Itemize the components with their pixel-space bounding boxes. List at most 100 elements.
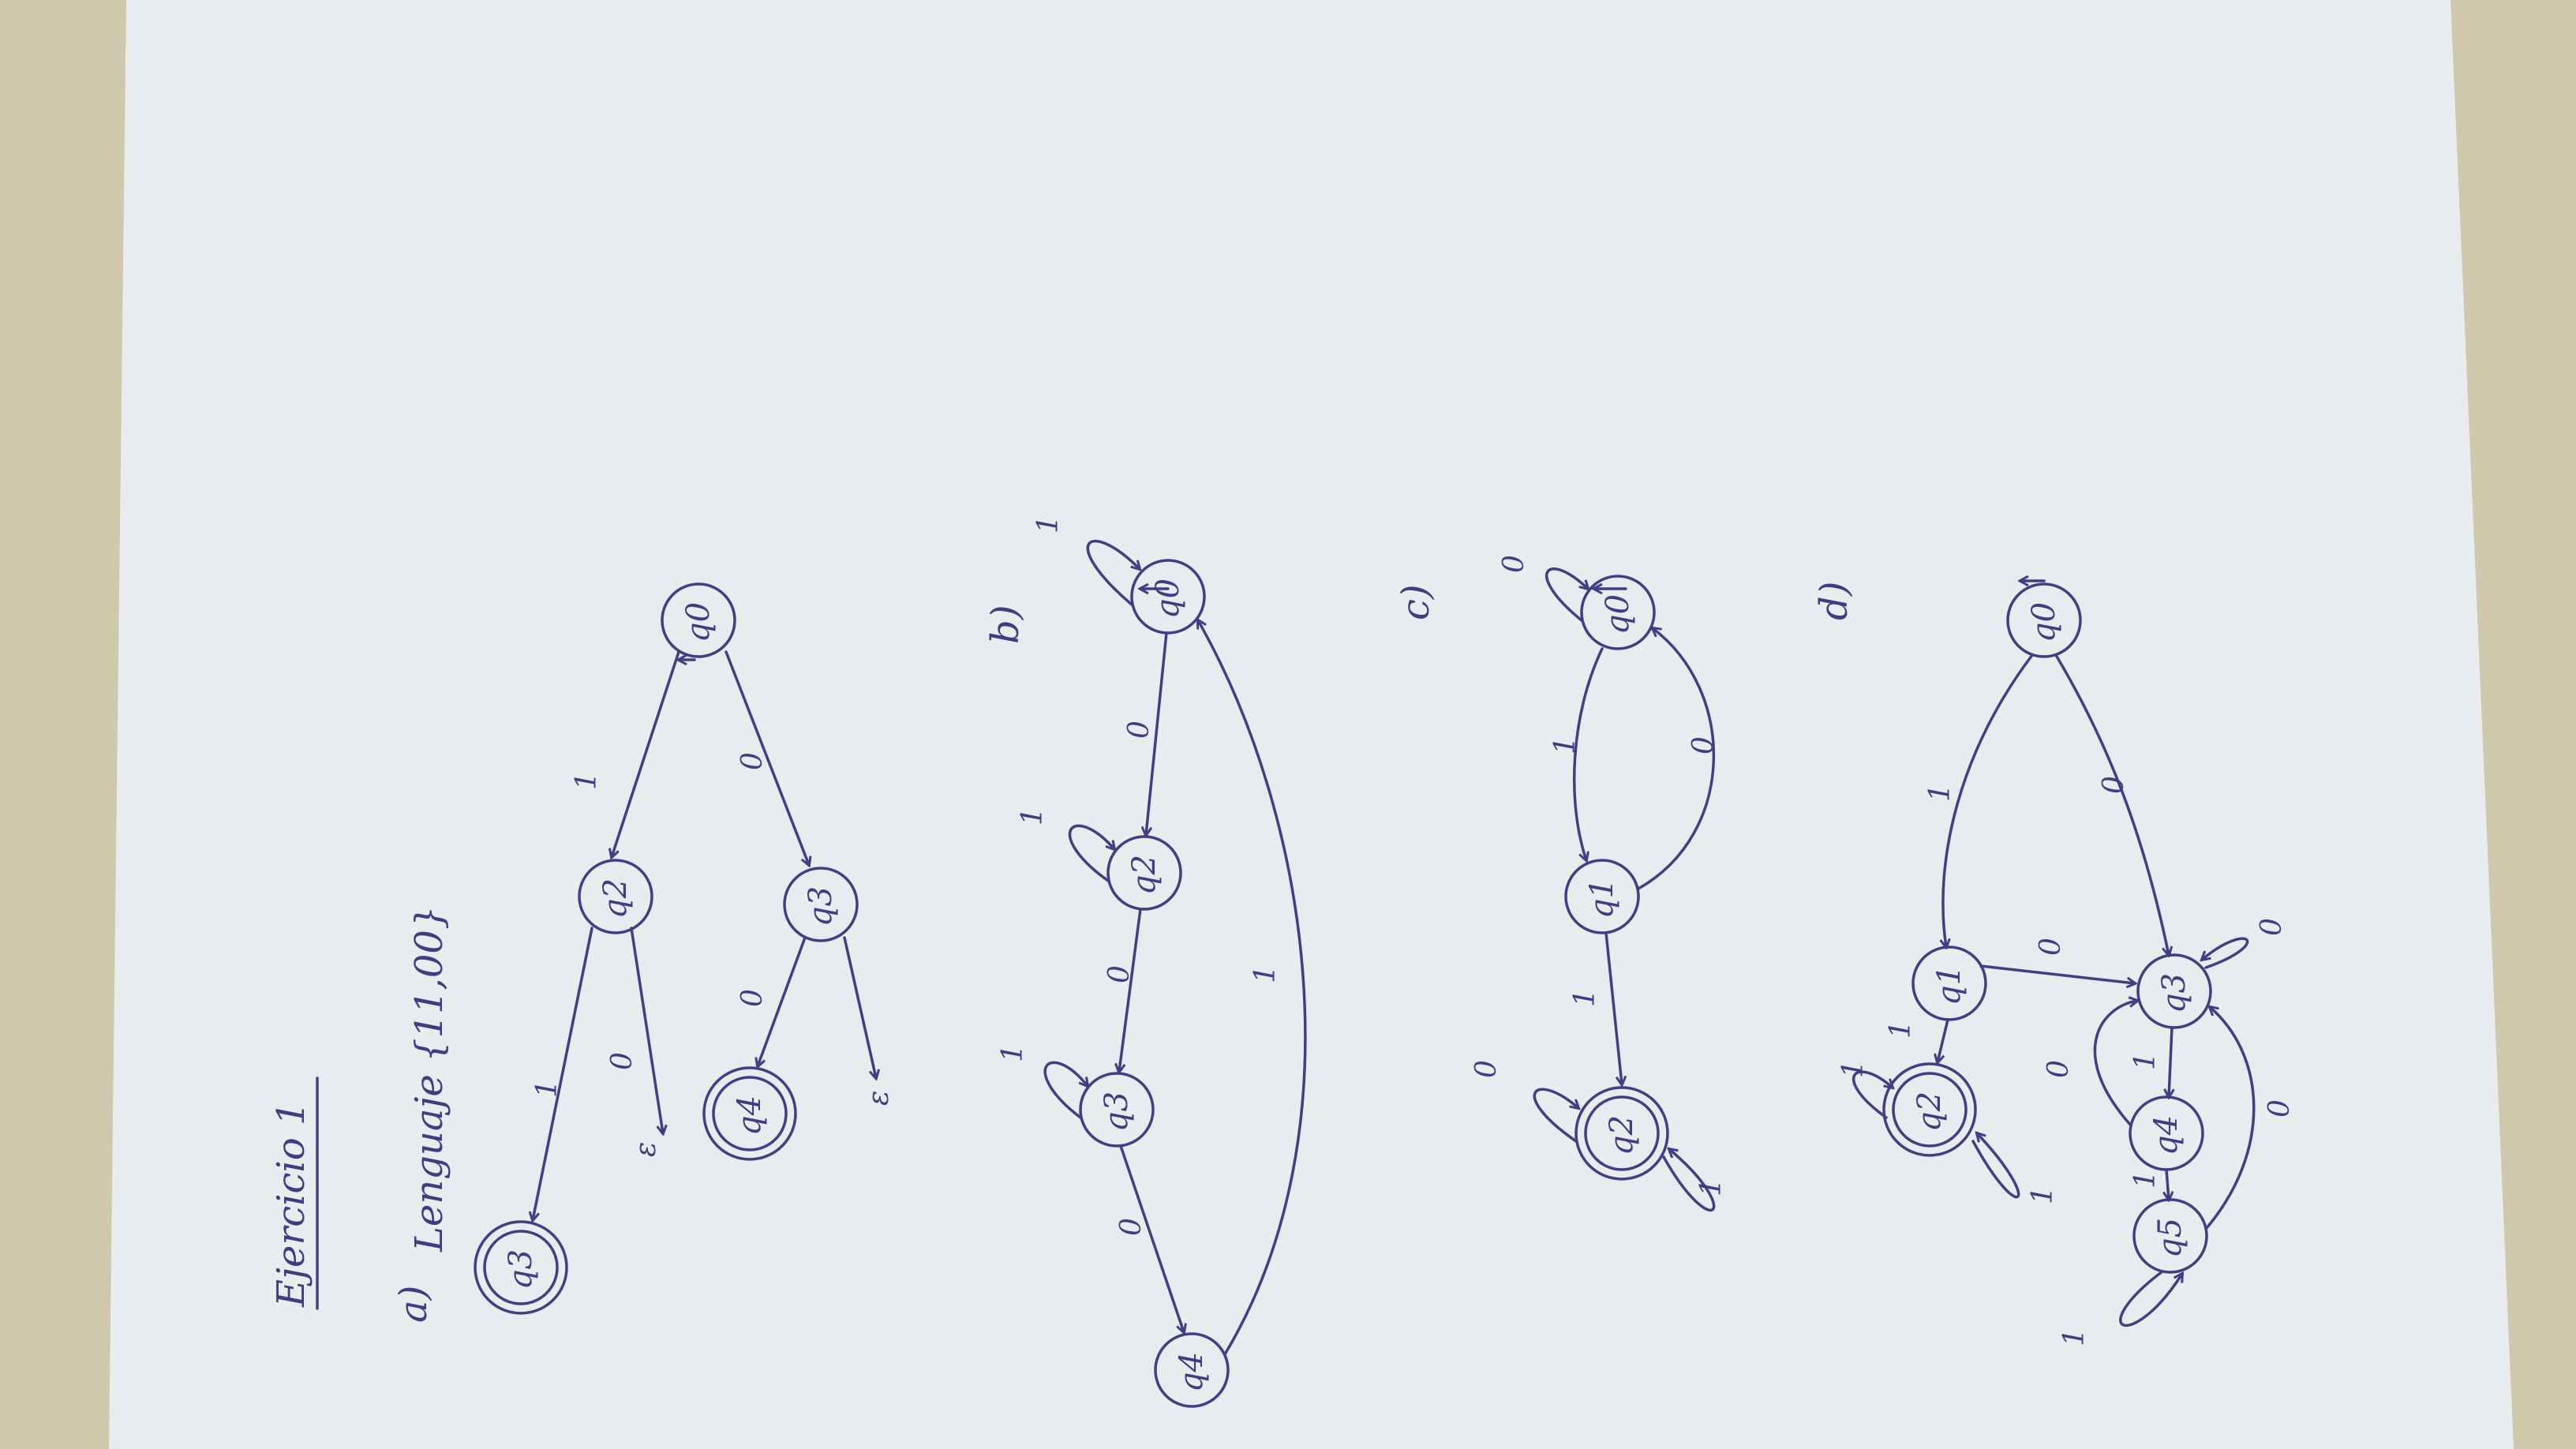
edge-q3-eps bbox=[843, 936, 876, 1078]
edge-label: 0 bbox=[2098, 776, 2130, 794]
loop-q2 bbox=[1068, 824, 1114, 882]
edge-q0-q1 bbox=[1572, 647, 1604, 860]
edge-label: 0 bbox=[2256, 918, 2288, 936]
state-q4-accepting: q4 bbox=[702, 1066, 797, 1161]
part-label: d) bbox=[1812, 582, 1856, 620]
loop-q5 bbox=[2119, 1270, 2182, 1327]
state-q2-accepting: q2 bbox=[1882, 1062, 1977, 1157]
edge-q0-q3 bbox=[2054, 653, 2169, 955]
state-q2-accepting: q2 bbox=[1574, 1086, 1669, 1181]
part-label: c) bbox=[1394, 584, 1438, 620]
part-c: c) q0 q1 q2 0 1 0 1 bbox=[1394, 555, 1728, 1212]
part-label: b) bbox=[983, 605, 1028, 644]
svg-text:q3: q3 bbox=[803, 886, 839, 927]
edge-label: 0 bbox=[736, 752, 769, 770]
state-q3: q3 bbox=[2136, 953, 2212, 1029]
edge-q3-q4 bbox=[758, 936, 807, 1066]
svg-text:q4: q4 bbox=[1174, 1352, 1210, 1392]
loop-q2-1 bbox=[1662, 1149, 1716, 1212]
state-q4: q4 bbox=[1154, 1332, 1230, 1408]
part-label: a) bbox=[391, 1286, 436, 1323]
edge-q3-q4 bbox=[1119, 1144, 1184, 1332]
edge-label: 0 bbox=[2263, 1099, 2296, 1118]
edge-label: 0 bbox=[1123, 721, 1155, 739]
svg-text:q4: q4 bbox=[732, 1095, 768, 1136]
edge-label: 0 bbox=[606, 1052, 638, 1070]
svg-text:q2: q2 bbox=[1126, 855, 1163, 895]
edge-label: ε bbox=[863, 1091, 895, 1106]
edge-label: 1 bbox=[1249, 965, 1282, 983]
edge-q5-q3 bbox=[2205, 1007, 2256, 1230]
svg-text:q0: q0 bbox=[2026, 602, 2062, 642]
edge-q1-q2 bbox=[1604, 931, 1622, 1084]
edge-label: 1 bbox=[2027, 1186, 2059, 1204]
edge-label: 0 bbox=[736, 989, 769, 1007]
edge-q0-q1 bbox=[1943, 653, 2034, 947]
edge-label: 1 bbox=[1549, 736, 1582, 754]
svg-text:q0: q0 bbox=[1600, 594, 1636, 635]
svg-text:Ejercicio 1: Ejercicio 1 bbox=[269, 1102, 313, 1308]
edge-label: 0 bbox=[1687, 736, 1720, 754]
svg-text:q2: q2 bbox=[1604, 1115, 1640, 1155]
edge-label: 1 bbox=[2129, 1170, 2162, 1189]
edge-label: 1 bbox=[1837, 1060, 1870, 1078]
svg-text:q5: q5 bbox=[2152, 1218, 2188, 1258]
edge-label: 1 bbox=[1885, 1020, 1917, 1039]
state-q3-accepting: q3 bbox=[474, 1220, 568, 1315]
edge-label: 1 bbox=[1695, 1178, 1728, 1196]
svg-text:q3: q3 bbox=[1099, 1091, 1135, 1132]
part-d: d) q0 q1 q2 q3 q4 bbox=[1812, 581, 2296, 1346]
edge-label: 0 bbox=[1103, 965, 1136, 983]
svg-text:q2: q2 bbox=[597, 878, 634, 919]
edge-label: 1 bbox=[1924, 784, 1956, 802]
edge-q0-q2 bbox=[612, 650, 680, 857]
edge-q3-q4 bbox=[2169, 1026, 2172, 1097]
edge-label: 0 bbox=[2042, 1060, 2075, 1078]
edge-label: 1 bbox=[2058, 1328, 2091, 1346]
loop-q2-0 bbox=[1852, 1070, 1893, 1119]
edge-q0-q3 bbox=[724, 650, 809, 865]
state-q0: q0 bbox=[661, 582, 736, 658]
edge-label: 1 bbox=[571, 772, 603, 790]
state-q0: q0 bbox=[1580, 575, 1656, 650]
state-q2: q2 bbox=[578, 859, 653, 934]
edge-q4-q0 bbox=[1198, 620, 1307, 1356]
state-q3: q3 bbox=[783, 867, 859, 942]
language-heading: Lenguaje {11,00} bbox=[407, 906, 451, 1253]
part-b: b) q0 q2 q3 q4 bbox=[983, 515, 1307, 1408]
edge-label: 0 bbox=[2035, 938, 2067, 956]
loop-q2-0 bbox=[1533, 1088, 1578, 1143]
state-q0: q0 bbox=[2006, 582, 2082, 658]
edge-label: 1 bbox=[1569, 989, 1601, 1007]
loop-q2-1 bbox=[1971, 1133, 2020, 1199]
state-q2: q2 bbox=[1106, 835, 1182, 911]
state-q0: q0 bbox=[1130, 559, 1206, 635]
part-a: a) Lenguaje {11,00} q0 q2 q3 bbox=[391, 582, 895, 1323]
state-q3: q3 bbox=[1079, 1072, 1155, 1148]
loop-q3 bbox=[2202, 937, 2249, 969]
edge-label: 1 bbox=[997, 1044, 1029, 1062]
edge-q2-q3 bbox=[1119, 908, 1142, 1072]
paper-sheet bbox=[109, 0, 2514, 1449]
edge-label: ε bbox=[630, 1142, 662, 1157]
edge-label: 1 bbox=[2129, 1052, 2162, 1070]
edge-label: 0 bbox=[1498, 555, 1530, 573]
svg-text:q4: q4 bbox=[2148, 1115, 2185, 1155]
edge-label: 1 bbox=[1032, 515, 1065, 534]
page-title: Ejercicio 1 bbox=[269, 1076, 319, 1310]
svg-text:q3: q3 bbox=[503, 1249, 539, 1290]
svg-text:q2: q2 bbox=[1911, 1091, 1948, 1132]
edge-q4-q3 bbox=[2093, 1001, 2137, 1127]
edge-q2-q3acc bbox=[533, 927, 593, 1220]
edge-label: 0 bbox=[1470, 1060, 1503, 1078]
edge-q0-q2 bbox=[1146, 631, 1168, 835]
loop-q0 bbox=[1545, 567, 1588, 622]
state-q1: q1 bbox=[1564, 859, 1640, 934]
svg-text:q1: q1 bbox=[1584, 878, 1620, 919]
svg-text:q0: q0 bbox=[680, 602, 717, 642]
loop-q3 bbox=[1043, 1061, 1088, 1119]
edge-q1-q0 bbox=[1637, 628, 1715, 890]
edge-q4-q5 bbox=[2166, 1168, 2169, 1200]
edge-q2-eps bbox=[630, 927, 663, 1133]
